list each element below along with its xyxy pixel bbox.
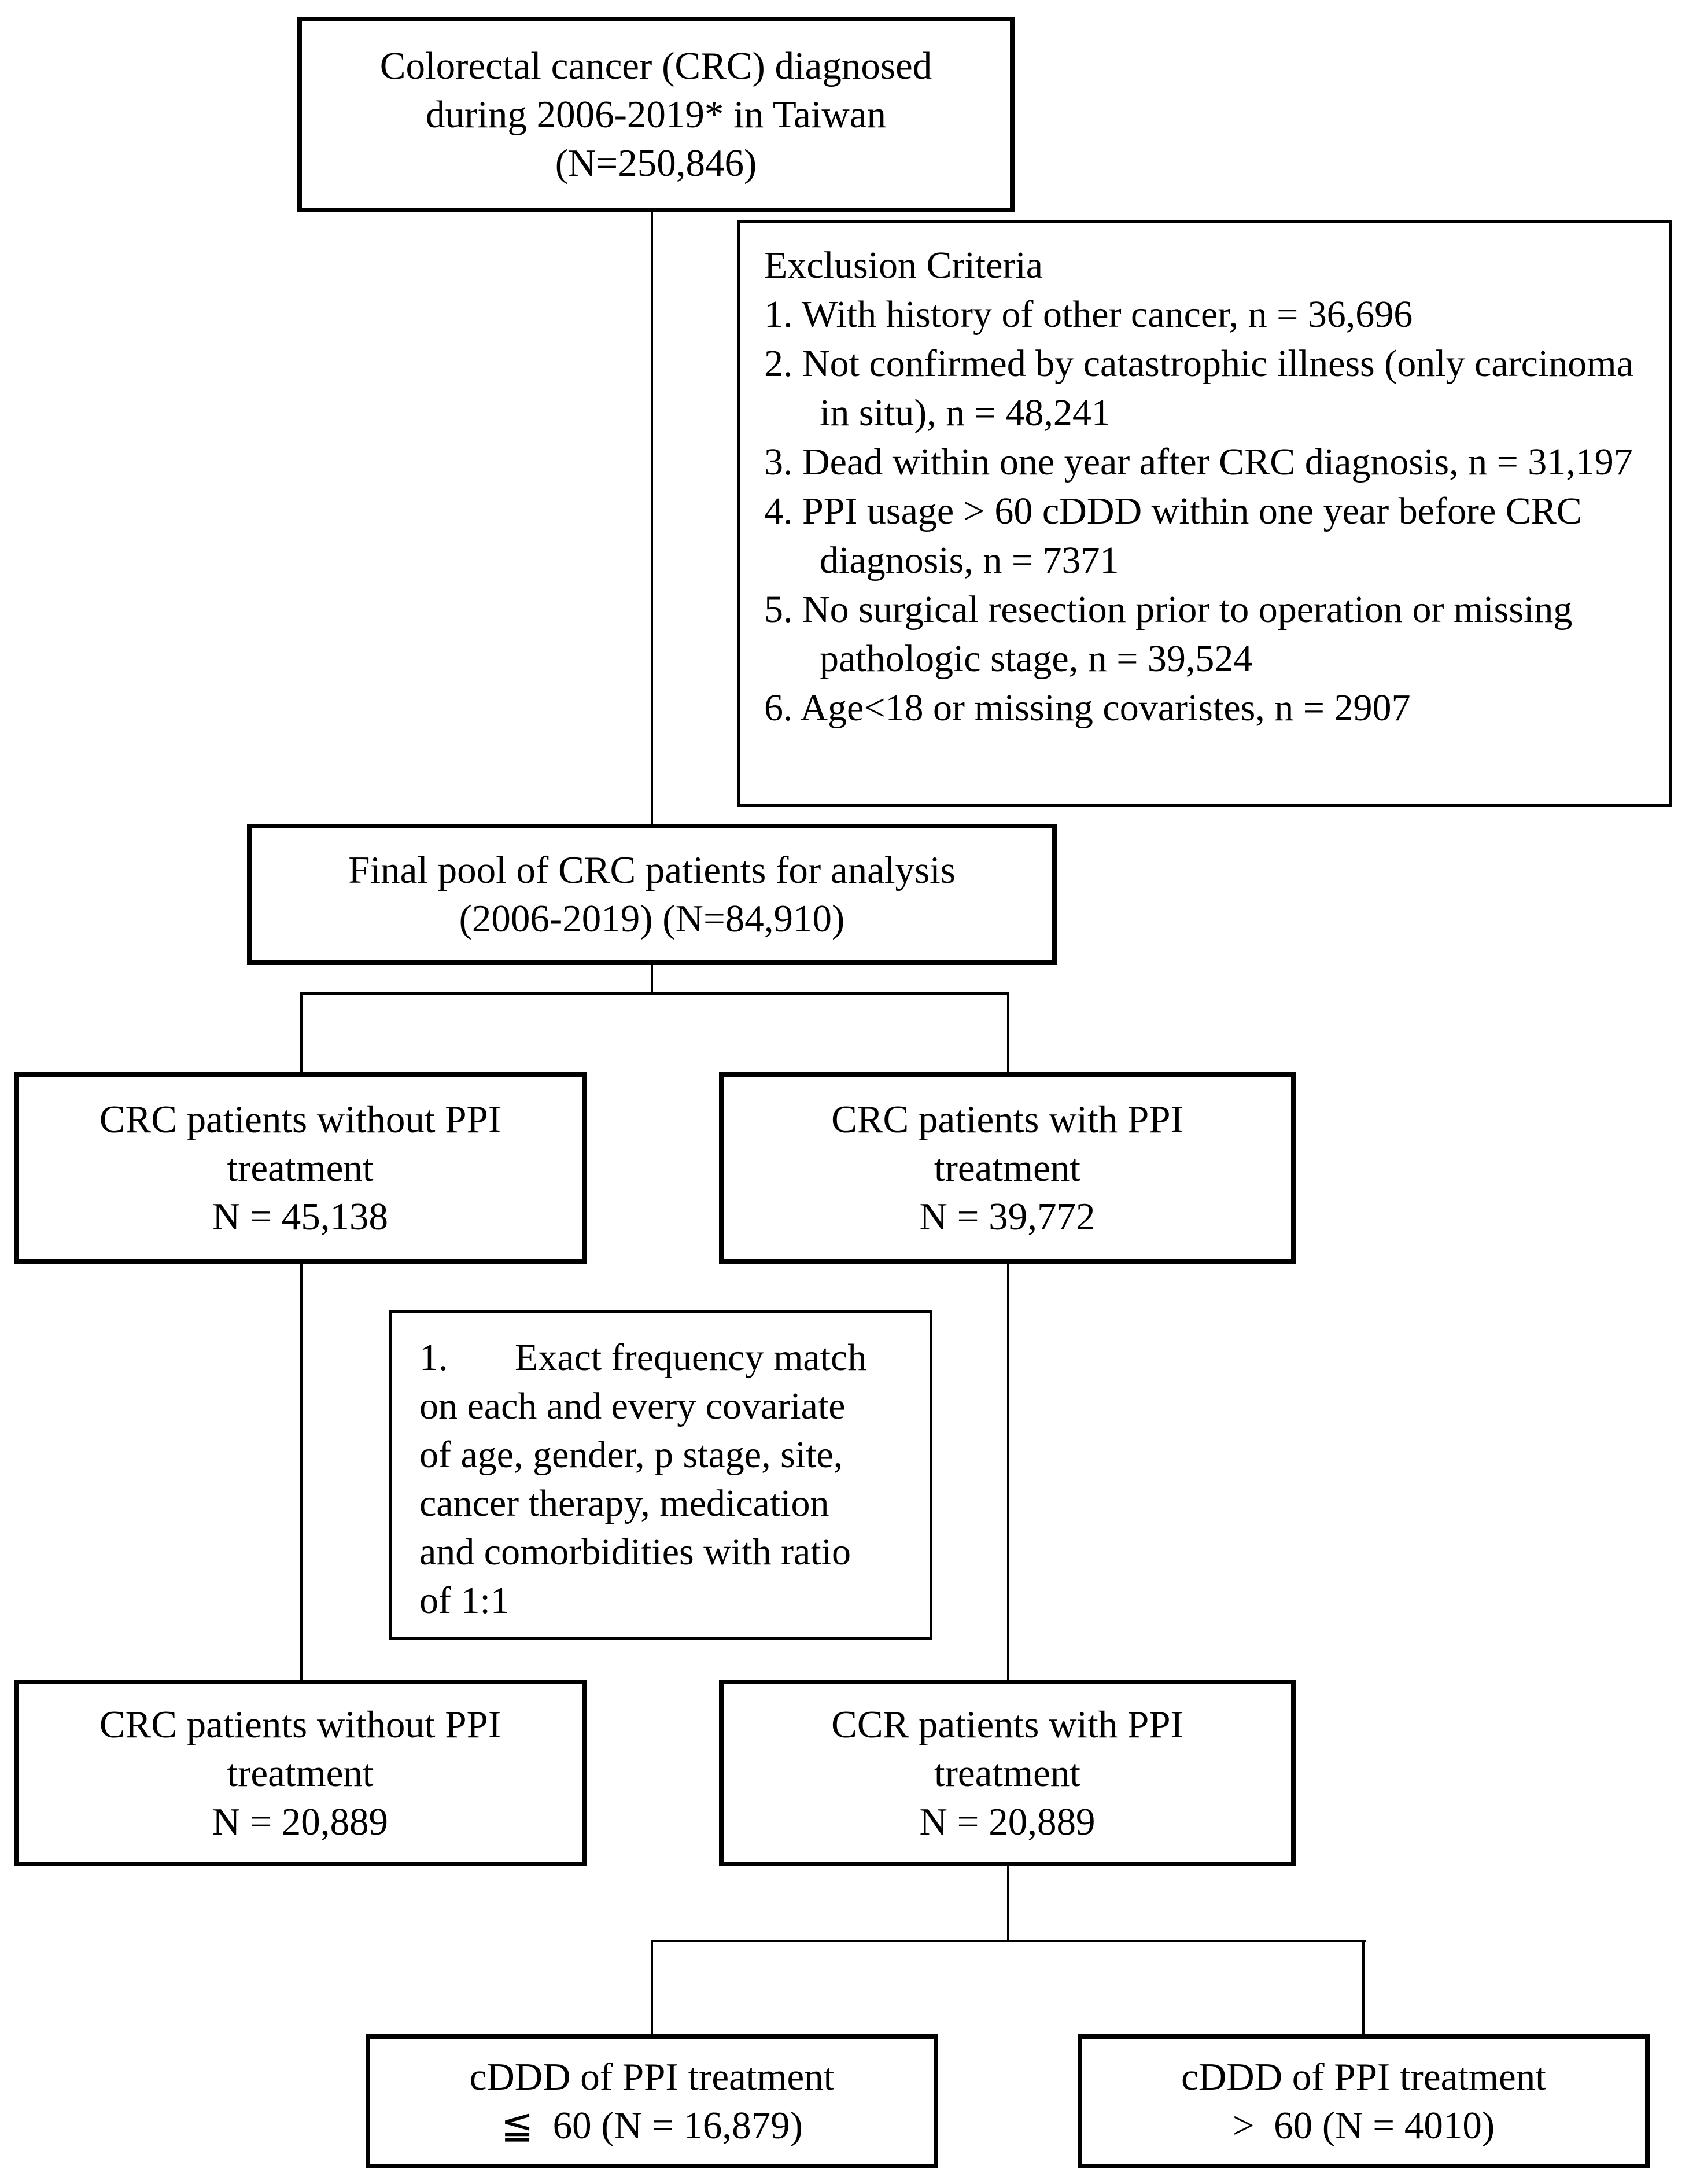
box-without-ppi-matched: CRC patients without PPI treatment N = 2… [14, 1680, 587, 1866]
box-with-ppi-line3: N = 39,772 [919, 1195, 1096, 1238]
matching-note-line3: of age, gender, p stage, site, [419, 1434, 843, 1476]
matching-note-content: 1. Exact frequency match on each and eve… [392, 1313, 930, 1625]
matching-note-line5: and comorbidities with ratio [419, 1531, 851, 1573]
connector-split1-right-drop [1007, 995, 1009, 1072]
box-crc-diagnosed-line2: during 2006-2019* in Taiwan [425, 93, 887, 136]
box-without-ppi-line2: treatment [227, 1146, 374, 1189]
box-cddd-gt-60-line1: cDDD of PPI treatment [1181, 2056, 1546, 2098]
box-matching-note: 1. Exact frequency match on each and eve… [389, 1310, 932, 1640]
matching-note-line1: 1. Exact frequency match [419, 1336, 867, 1379]
connector-right-column [1007, 1264, 1009, 1680]
matching-note-line4: cancer therapy, medication [419, 1482, 829, 1524]
box-with-ppi-matched-line3: N = 20,889 [919, 1800, 1096, 1843]
connector-finalpool-down [651, 965, 653, 992]
box-cddd-gt-60-line2: > 60 (N = 4010) [1232, 2104, 1495, 2147]
box-crc-diagnosed-line3: (N=250,846) [555, 142, 757, 185]
matching-note-line6: of 1:1 [419, 1579, 510, 1622]
exclusion-criteria-title: Exclusion Criteria [764, 244, 1043, 286]
connector-top-to-finalpool [651, 212, 653, 824]
box-without-ppi-matched-line3: N = 20,889 [212, 1800, 388, 1843]
exclusion-item-6: 6. Age<18 or missing covaristes, n = 290… [764, 687, 1411, 729]
connector-split2-right-drop [1362, 1942, 1365, 2034]
box-with-ppi-line2: treatment [934, 1146, 1080, 1189]
box-with-ppi: CRC patients with PPI treatment N = 39,7… [719, 1072, 1296, 1264]
box-cddd-le-60: cDDD of PPI treatment ≦ 60 (N = 16,879) [366, 2034, 938, 2168]
exclusion-item-2: 2. Not confirmed by catastrophic illness… [764, 342, 1633, 434]
box-with-ppi-matched-line2: treatment [934, 1751, 1080, 1795]
exclusion-item-4: 4. PPI usage > 60 cDDD within one year b… [764, 490, 1582, 581]
box-final-pool-line1: Final pool of CRC patients for analysis [348, 849, 956, 892]
box-without-ppi-matched-line2: treatment [227, 1751, 374, 1795]
connector-split2-bar [651, 1940, 1366, 1942]
box-cddd-gt-60: cDDD of PPI treatment > 60 (N = 4010) [1078, 2034, 1650, 2168]
exclusion-item-1: 1. With history of other cancer, n = 36,… [764, 293, 1413, 336]
exclusion-item-5: 5. No surgical resection prior to operat… [764, 588, 1573, 680]
box-crc-diagnosed-line1: Colorectal cancer (CRC) diagnosed [379, 45, 932, 87]
box-exclusion-criteria: Exclusion Criteria 1. With history of ot… [737, 220, 1672, 807]
exclusion-item-3: 3. Dead within one year after CRC diagno… [764, 441, 1633, 483]
box-final-pool-line2: (2006-2019) (N=84,910) [459, 897, 845, 940]
connector-left-column [300, 1264, 303, 1680]
box-cddd-le-60-line2: ≦ 60 (N = 16,879) [501, 2104, 803, 2147]
box-with-ppi-line1: CRC patients with PPI [831, 1097, 1183, 1141]
connector-ccr-down [1007, 1866, 1009, 1940]
box-cddd-le-60-line1: cDDD of PPI treatment [469, 2056, 835, 2098]
box-final-pool: Final pool of CRC patients for analysis … [247, 824, 1057, 965]
box-without-ppi-line1: CRC patients without PPI [99, 1097, 501, 1141]
matching-note-line2: on each and every covariate [419, 1385, 846, 1427]
box-without-ppi-matched-line1: CRC patients without PPI [99, 1703, 501, 1746]
box-without-ppi-line3: N = 45,138 [212, 1195, 388, 1238]
box-without-ppi: CRC patients without PPI treatment N = 4… [14, 1072, 587, 1264]
connector-split2-left-drop [651, 1942, 653, 2034]
box-with-ppi-matched-line1: CCR patients with PPI [831, 1703, 1183, 1746]
connector-split1-left-drop [300, 995, 303, 1072]
exclusion-criteria-list: 1. With history of other cancer, n = 36,… [764, 290, 1646, 732]
exclusion-criteria-content: Exclusion Criteria 1. With history of ot… [740, 223, 1669, 732]
box-crc-diagnosed: Colorectal cancer (CRC) diagnosed during… [297, 17, 1015, 212]
box-with-ppi-matched: CCR patients with PPI treatment N = 20,8… [719, 1680, 1296, 1866]
connector-split1-bar [300, 992, 1009, 995]
